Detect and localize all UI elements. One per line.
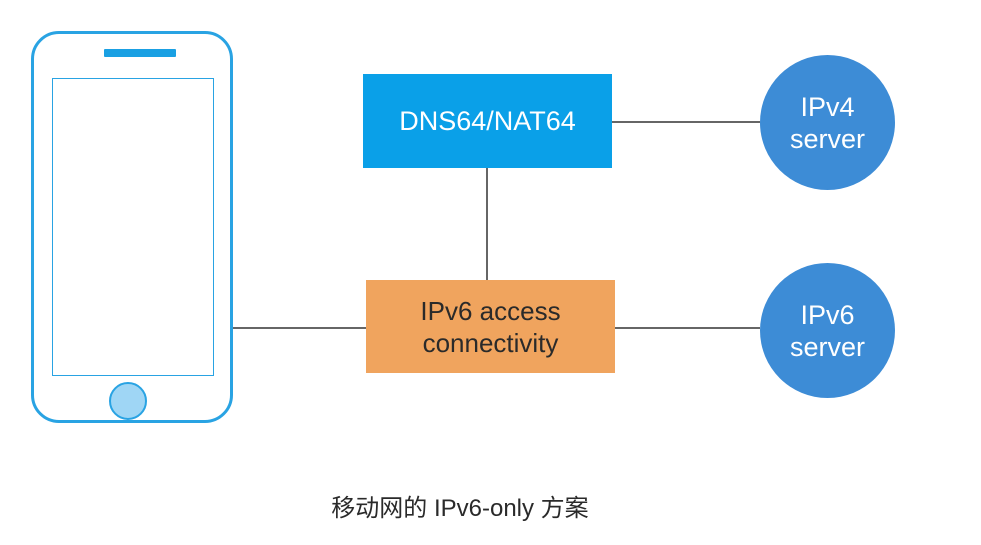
ipv4-server-node: IPv4 server <box>760 55 895 190</box>
phone-screen <box>52 78 214 376</box>
diagram-caption: 移动网的 IPv6-only 方案 <box>331 495 589 522</box>
ipv6-server-node: IPv6 server <box>760 263 895 398</box>
ipv6-access-connectivity-box: IPv6 access connectivity <box>366 280 615 373</box>
phone-speaker <box>104 49 176 57</box>
phone-home-button <box>109 382 147 420</box>
smartphone-icon <box>31 31 233 423</box>
dns64-nat64-box: DNS64/NAT64 <box>363 74 612 168</box>
